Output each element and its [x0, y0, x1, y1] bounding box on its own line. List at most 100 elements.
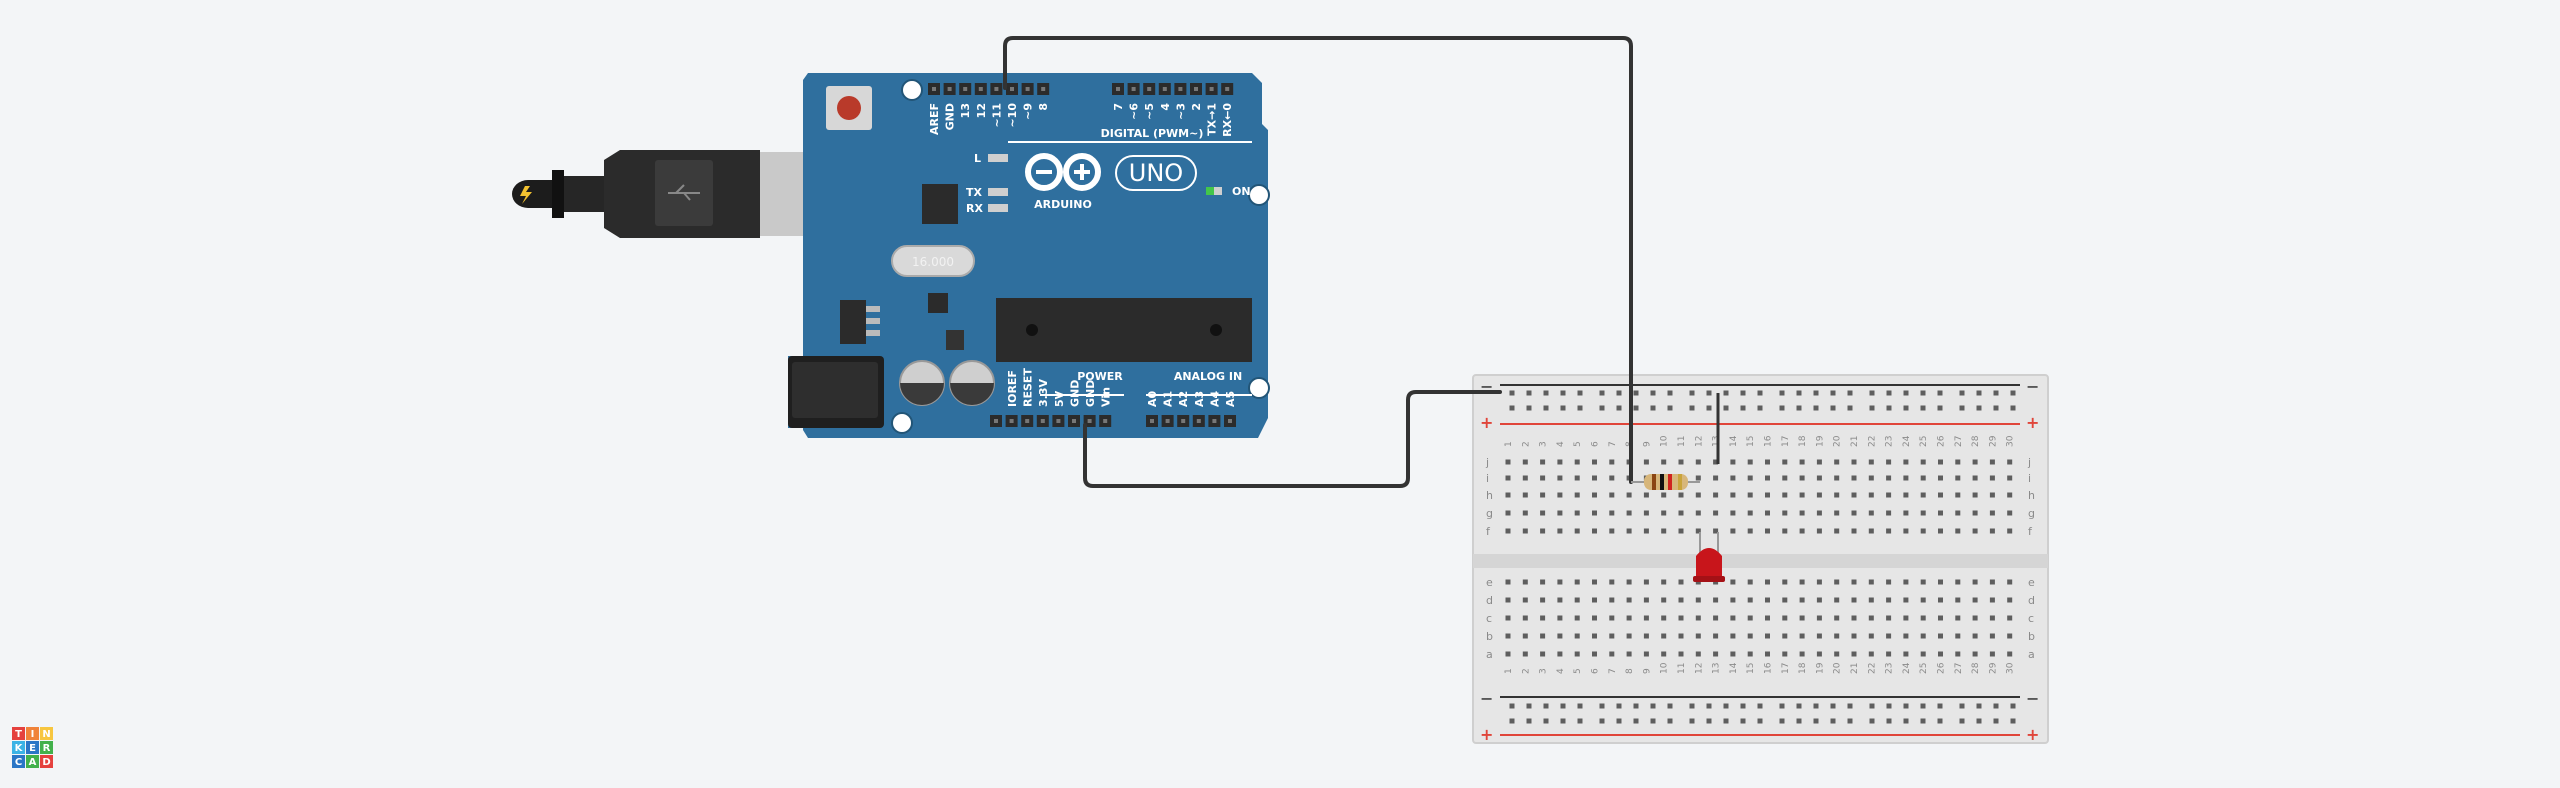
- breadboard-hole[interactable]: [1574, 633, 1580, 639]
- breadboard-hole[interactable]: [1643, 528, 1649, 534]
- breadboard-hole[interactable]: [1505, 475, 1511, 481]
- breadboard-hole[interactable]: [1959, 390, 1965, 396]
- breadboard-hole[interactable]: [1955, 528, 1961, 534]
- breadboard-hole[interactable]: [1796, 703, 1802, 709]
- breadboard-hole[interactable]: [1816, 597, 1822, 603]
- breadboard-hole[interactable]: [1626, 615, 1632, 621]
- breadboard-hole[interactable]: [1540, 597, 1546, 603]
- breadboard-hole[interactable]: [1667, 718, 1673, 724]
- breadboard-hole[interactable]: [1782, 492, 1788, 498]
- breadboard-hole[interactable]: [1661, 459, 1667, 465]
- breadboard-hole[interactable]: [1782, 475, 1788, 481]
- breadboard-hole[interactable]: [1740, 390, 1746, 396]
- breadboard-hole[interactable]: [1757, 703, 1763, 709]
- breadboard-hole[interactable]: [1993, 718, 1999, 724]
- breadboard-hole[interactable]: [1730, 510, 1736, 516]
- breadboard-hole[interactable]: [1765, 615, 1770, 621]
- breadboard-hole[interactable]: [1851, 528, 1857, 534]
- breadboard-hole[interactable]: [1505, 528, 1511, 534]
- breadboard-hole[interactable]: [1959, 718, 1965, 724]
- breadboard-hole[interactable]: [1678, 459, 1684, 465]
- breadboard-hole[interactable]: [1560, 390, 1566, 396]
- breadboard-hole[interactable]: [1592, 651, 1597, 657]
- breadboard-hole[interactable]: [1505, 597, 1511, 603]
- breadboard-hole[interactable]: [1903, 510, 1909, 516]
- breadboard-hole[interactable]: [1730, 579, 1736, 585]
- breadboard-hole[interactable]: [1938, 651, 1943, 657]
- breadboard-hole[interactable]: [1937, 718, 1943, 724]
- breadboard-hole[interactable]: [1626, 633, 1632, 639]
- breadboard-hole[interactable]: [1713, 651, 1719, 657]
- breadboard-hole[interactable]: [1938, 528, 1943, 534]
- breadboard-hole[interactable]: [1505, 633, 1511, 639]
- breadboard-hole[interactable]: [1723, 718, 1729, 724]
- breadboard-hole[interactable]: [1799, 597, 1805, 603]
- breadboard-hole[interactable]: [1577, 703, 1583, 709]
- breadboard-hole[interactable]: [1955, 633, 1961, 639]
- breadboard-hole[interactable]: [1730, 651, 1736, 657]
- breadboard-hole[interactable]: [1740, 405, 1746, 411]
- breadboard-hole[interactable]: [1903, 597, 1909, 603]
- breadboard-hole[interactable]: [1713, 528, 1719, 534]
- breadboard-hole[interactable]: [1886, 492, 1892, 498]
- breadboard-hole[interactable]: [2007, 528, 2013, 534]
- breadboard-hole[interactable]: [1730, 459, 1736, 465]
- breadboard-hole[interactable]: [1903, 459, 1909, 465]
- breadboard-hole[interactable]: [1972, 528, 1978, 534]
- breadboard-hole[interactable]: [1540, 475, 1546, 481]
- breadboard-hole[interactable]: [1830, 390, 1836, 396]
- breadboard-hole[interactable]: [1920, 615, 1926, 621]
- breadboard-hole[interactable]: [1633, 390, 1639, 396]
- breadboard-hole[interactable]: [1765, 510, 1770, 516]
- breadboard-hole[interactable]: [1972, 492, 1978, 498]
- breadboard-hole[interactable]: [1993, 390, 1999, 396]
- breadboard-hole[interactable]: [1765, 459, 1770, 465]
- breadboard-hole[interactable]: [1782, 528, 1788, 534]
- breadboard-hole[interactable]: [1509, 405, 1515, 411]
- breadboard-hole[interactable]: [1667, 405, 1673, 411]
- breadboard-hole[interactable]: [1903, 390, 1909, 396]
- breadboard-hole[interactable]: [1574, 615, 1580, 621]
- breadboard-hole[interactable]: [1847, 718, 1853, 724]
- breadboard-hole[interactable]: [1522, 615, 1528, 621]
- breadboard-hole[interactable]: [1955, 492, 1961, 498]
- breadboard-hole[interactable]: [1661, 597, 1667, 603]
- breadboard-hole[interactable]: [1816, 579, 1822, 585]
- breadboard-hole[interactable]: [1920, 405, 1926, 411]
- breadboard-hole[interactable]: [1993, 703, 1999, 709]
- breadboard-hole[interactable]: [1938, 633, 1943, 639]
- breadboard-hole[interactable]: [1723, 405, 1729, 411]
- breadboard-hole[interactable]: [1782, 597, 1788, 603]
- breadboard-hole[interactable]: [1747, 633, 1753, 639]
- breadboard-hole[interactable]: [1633, 703, 1639, 709]
- breadboard-hole[interactable]: [1505, 579, 1511, 585]
- breadboard-hole[interactable]: [1560, 718, 1566, 724]
- breadboard-hole[interactable]: [1782, 459, 1788, 465]
- breadboard-hole[interactable]: [1626, 651, 1632, 657]
- breadboard-hole[interactable]: [1757, 718, 1763, 724]
- breadboard-hole[interactable]: [1616, 703, 1622, 709]
- breadboard-hole[interactable]: [1661, 633, 1667, 639]
- breadboard-hole[interactable]: [1972, 651, 1978, 657]
- breadboard-hole[interactable]: [1847, 703, 1853, 709]
- breadboard-hole[interactable]: [1557, 651, 1563, 657]
- breadboard-hole[interactable]: [1886, 651, 1892, 657]
- breadboard-hole[interactable]: [1830, 703, 1836, 709]
- breadboard-hole[interactable]: [1955, 597, 1961, 603]
- breadboard-hole[interactable]: [1695, 597, 1701, 603]
- breadboard-hole[interactable]: [1779, 405, 1785, 411]
- breadboard-hole[interactable]: [1747, 475, 1753, 481]
- breadboard-hole[interactable]: [1796, 718, 1802, 724]
- breadboard-hole[interactable]: [1834, 597, 1840, 603]
- breadboard-hole[interactable]: [1747, 492, 1753, 498]
- breadboard-hole[interactable]: [1740, 718, 1746, 724]
- breadboard-hole[interactable]: [1678, 579, 1684, 585]
- breadboard-hole[interactable]: [1834, 510, 1840, 516]
- breadboard-hole[interactable]: [1976, 405, 1982, 411]
- breadboard-hole[interactable]: [1757, 390, 1763, 396]
- breadboard-hole[interactable]: [1706, 390, 1712, 396]
- breadboard-hole[interactable]: [1706, 718, 1712, 724]
- breadboard-hole[interactable]: [2010, 703, 2016, 709]
- breadboard-hole[interactable]: [1574, 579, 1580, 585]
